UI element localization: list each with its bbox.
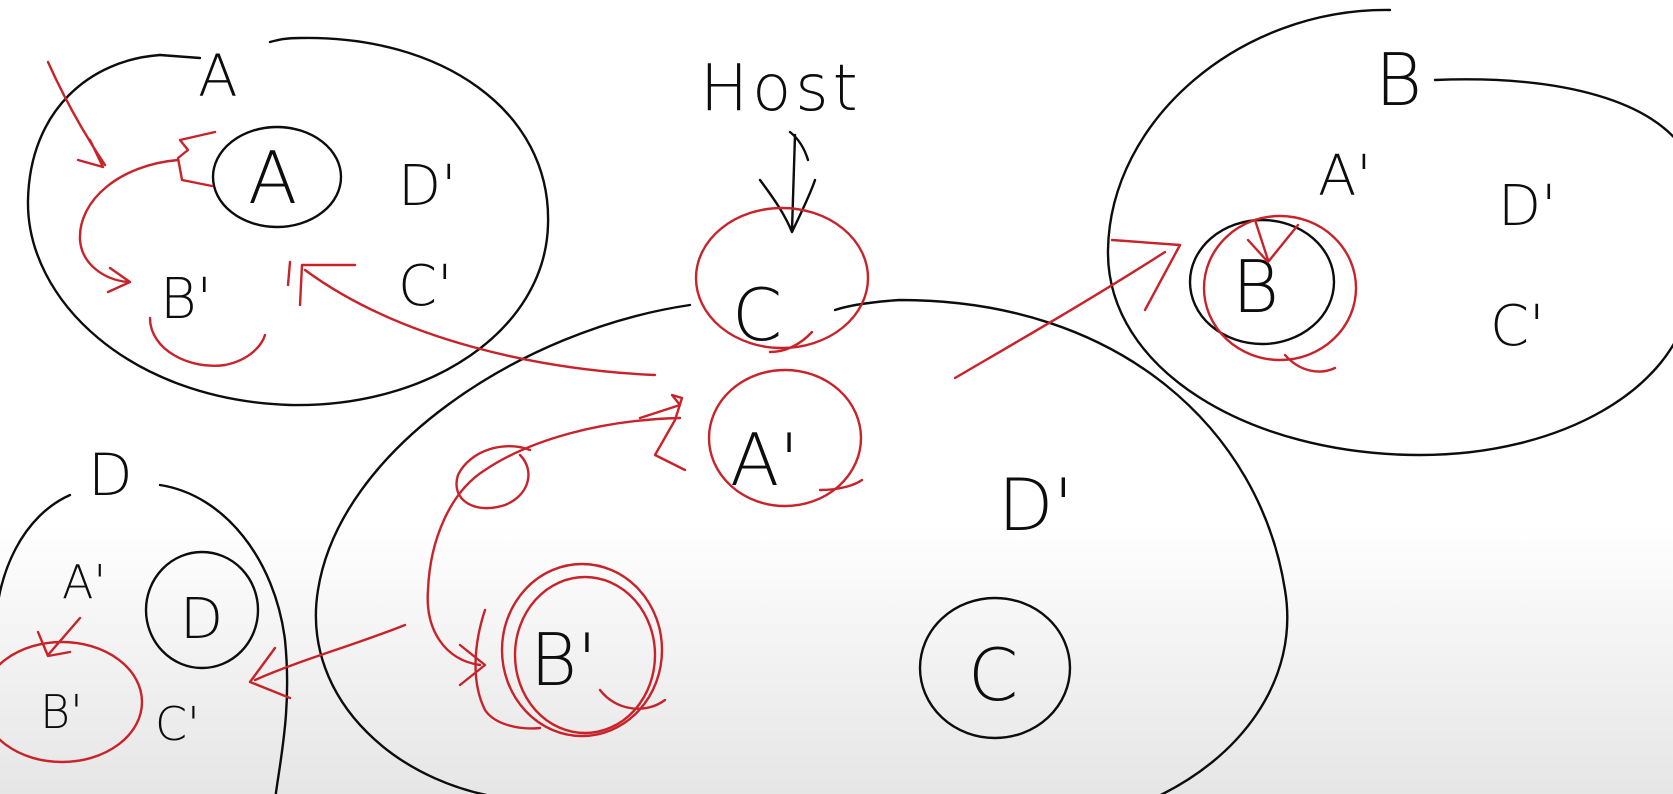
- label-tr-title: B: [1375, 38, 1422, 122]
- label-bl-c: C': [155, 697, 200, 751]
- label-center-d: D': [998, 463, 1073, 547]
- bubble-outline-top-right: [1106, 8, 1673, 457]
- red-circle-center-b: [500, 562, 664, 738]
- label-tl-node-a: A: [248, 136, 297, 220]
- node-circle-tl-a: [211, 125, 343, 229]
- label-tr-a: A': [1318, 144, 1372, 209]
- label-tl-title: A: [198, 42, 238, 110]
- red-circle-tr-b: [1202, 214, 1358, 362]
- bubble-outline-bottom-left: [0, 483, 289, 794]
- bubble-center: Host C A' D' B' C: [314, 52, 1289, 794]
- bubble-bottom-left: D A' D B' C': [0, 441, 289, 794]
- red-arrow-center-b-to-bl-d: [248, 623, 407, 700]
- label-center-a: A': [730, 418, 799, 502]
- red-circle-center-b-inner: [513, 575, 657, 735]
- label-bl-a: A': [62, 555, 106, 609]
- red-curve-tl-b-underline: [148, 316, 267, 367]
- label-tr-d: D': [1498, 174, 1557, 239]
- label-tl-b: B': [160, 267, 212, 332]
- label-tl-c: C': [398, 254, 453, 319]
- bubble-top-right: B A' D' B C': [1106, 8, 1673, 457]
- red-stroke-tl-entry: [46, 60, 107, 169]
- red-scribble-center-b: [474, 608, 667, 730]
- bubble-outline-center: [314, 298, 1289, 794]
- red-bracket-center-a: [638, 393, 687, 472]
- node-circle-bl-d: [144, 550, 260, 670]
- red-circle-center-a: [707, 368, 863, 508]
- bubble-top-left: A A D' B' C': [26, 36, 550, 407]
- label-center-b: B': [530, 618, 597, 702]
- bubble-gap-left: [158, 53, 202, 60]
- label-center-node-c: C: [968, 633, 1018, 717]
- label-tl-d: D': [398, 154, 457, 219]
- label-tr-c: C': [1490, 294, 1545, 359]
- red-arrow-center-to-tr-b: [953, 238, 1182, 380]
- label-bl-b: B': [40, 685, 83, 739]
- red-circle-center-c-tail: [768, 330, 814, 354]
- label-host: Host: [700, 52, 862, 126]
- node-circle-center-c: [918, 596, 1072, 740]
- red-bracket-tl-a: [176, 130, 217, 188]
- host-pointer-arrow: [758, 130, 817, 234]
- red-circle-tr-b-tail: [1283, 353, 1337, 373]
- red-arrow-host-to-tl-b: [286, 260, 657, 377]
- red-curve-tl-a-to-b: [78, 158, 180, 294]
- red-curve-center-a-to-b: [426, 416, 682, 687]
- label-bl-node-d: D: [180, 587, 223, 652]
- red-annotations: [0, 60, 1358, 764]
- red-circle-center-a-tail: [818, 478, 864, 492]
- node-circle-tr-b: [1188, 218, 1336, 346]
- red-circle-center-c: [694, 206, 870, 350]
- label-bl-title: D: [88, 441, 133, 509]
- red-circle-bl-b: [0, 640, 144, 764]
- red-arrow-tr-a-to-b: [1246, 218, 1300, 264]
- label-center-c: C: [732, 273, 782, 357]
- red-arrow-bl-a-to-b: [36, 616, 82, 658]
- bubble-outline-top-left: [26, 36, 550, 407]
- red-loop-center-a-to-b: [455, 445, 532, 510]
